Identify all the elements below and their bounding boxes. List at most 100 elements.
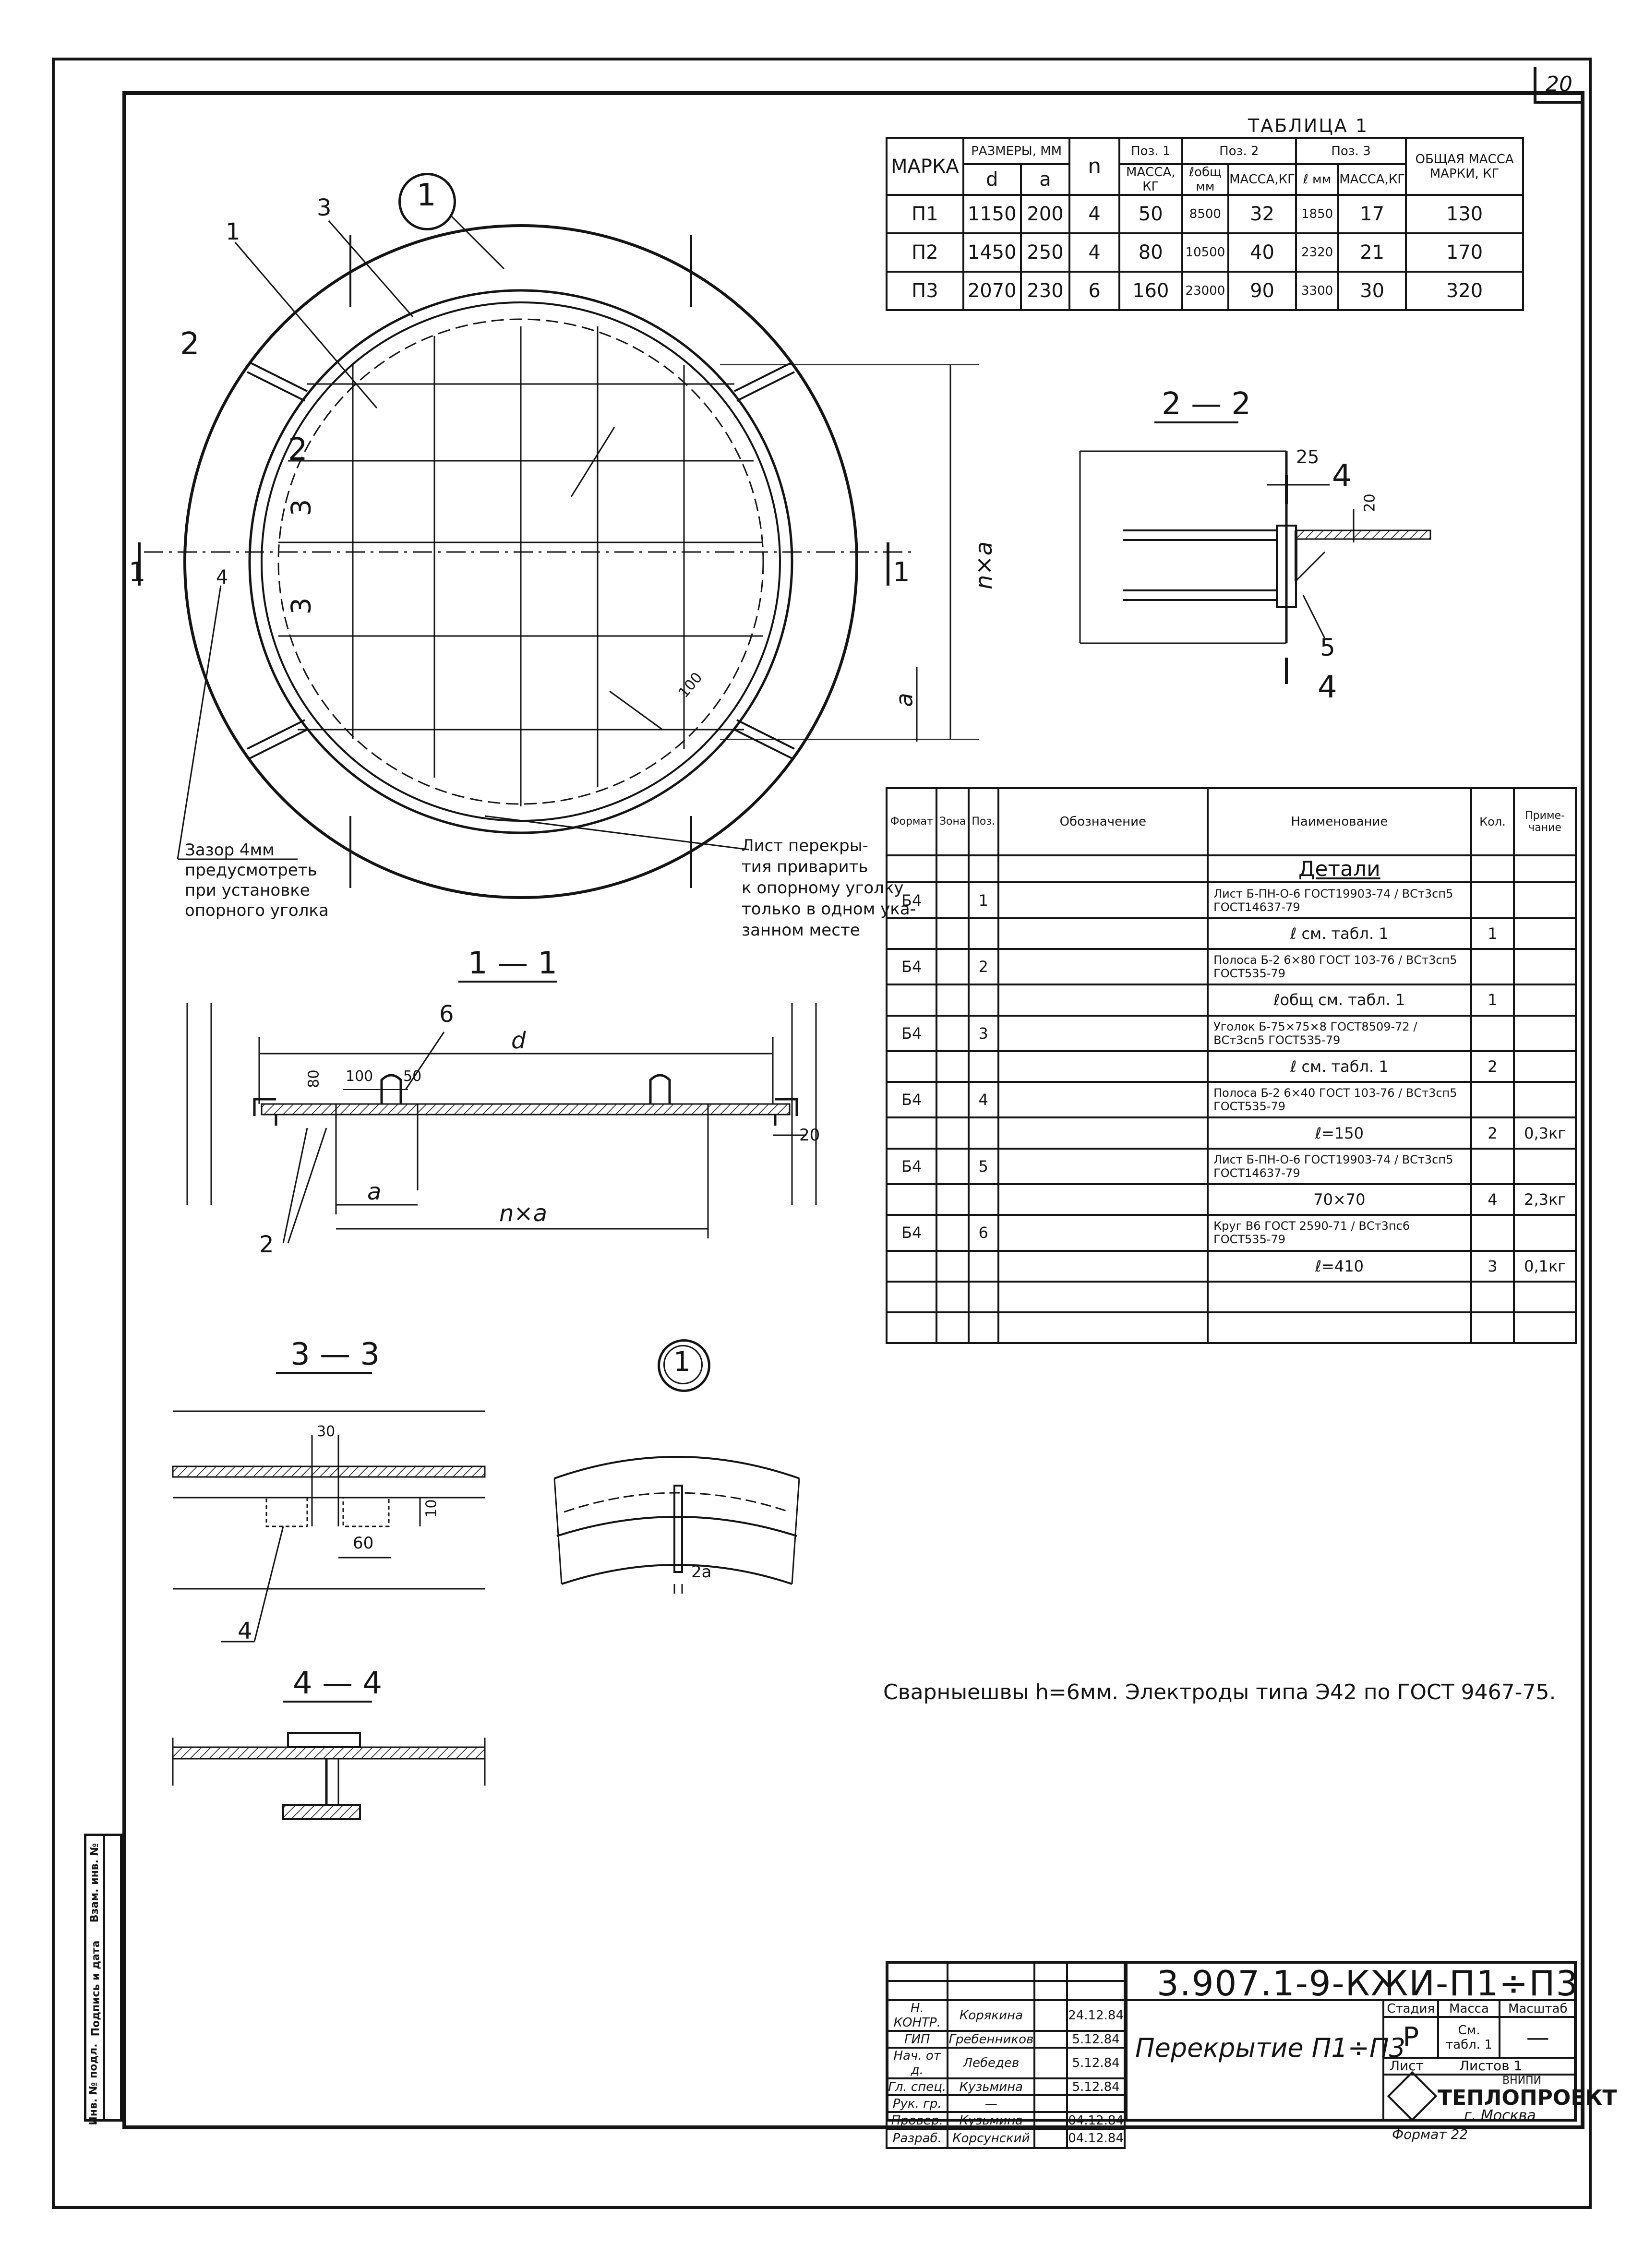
s33-dim-30: 30 xyxy=(317,1423,336,1440)
page-number-box xyxy=(1534,67,1582,104)
table1-row: П1 1150 200 4 50 8500 32 1850 17 130 xyxy=(886,194,1524,234)
table1: МАРКА РАЗМЕРЫ, ММ n Поз. 1 Поз. 2 Поз. 3… xyxy=(886,137,1524,311)
section-1-marker-left: 1 xyxy=(129,557,146,588)
scale-label: Масштаб xyxy=(1499,1999,1577,2018)
org-city: г. Москва xyxy=(1464,2107,1536,2124)
gap-note: Зазор 4мм предусмотреть при установке оп… xyxy=(185,840,329,920)
detail-1-callout-circle xyxy=(658,1339,710,1392)
section-2-marker-left: 2 xyxy=(180,326,200,362)
callout-circle-1 xyxy=(398,173,456,230)
th-pos3-mass: МАССА,КГ xyxy=(1337,163,1407,196)
s22-pos-5: 5 xyxy=(1320,634,1335,661)
s11-dim-a: a xyxy=(367,1178,382,1205)
side-replace-inv: Взам. инв. № xyxy=(89,1843,101,1923)
s11-dim-20: 20 xyxy=(799,1126,820,1145)
dim-a-vertical: a xyxy=(891,693,918,707)
support-ring xyxy=(248,289,793,834)
specification-table: Формат Зона Поз. Обозначение Наименовани… xyxy=(885,787,1577,1344)
s33-dim-60: 60 xyxy=(353,1534,374,1553)
page-number: 20 xyxy=(1546,72,1572,96)
sheet-border xyxy=(52,58,1592,2209)
format-label: Формат 22 xyxy=(1392,2126,1468,2142)
drawing-frame xyxy=(122,91,1584,2129)
section-2-marker-lower: 2 xyxy=(288,432,308,468)
tb-hline xyxy=(1126,1999,1577,2001)
mass-label: Масса xyxy=(1437,1999,1501,2018)
stage-label: Стадия xyxy=(1382,1999,1440,2018)
spec-th-name: Наименование xyxy=(1207,787,1472,856)
section-4-4 xyxy=(172,1701,486,1820)
pos-1-label: 1 xyxy=(226,218,240,245)
s33-dim-10: 10 xyxy=(423,1499,440,1518)
org-small: ВНИПИ xyxy=(1502,2075,1542,2087)
sheet-edge xyxy=(277,318,764,805)
section-3-marker-upper: 3 xyxy=(286,499,317,516)
s22-dim-20: 20 xyxy=(1361,493,1379,512)
th-pos2: Поз. 2 xyxy=(1181,137,1297,165)
th-a: a xyxy=(1020,163,1071,196)
s11-dim-50: 50 xyxy=(403,1068,422,1085)
table1-title: ТАБЛИЦА 1 xyxy=(1248,115,1369,136)
s22-section-4-upper: 4 xyxy=(1332,458,1352,494)
table-row xyxy=(885,1311,1577,1344)
s11-dim-80: 80 xyxy=(305,1069,323,1088)
section-3-3 xyxy=(172,1372,486,1643)
detail-1-callout: 1 xyxy=(673,1346,691,1378)
general-weld-note: Сварныешвы h=6мм. Электроды типа Э42 по … xyxy=(883,1680,1556,1704)
spec-th-qty: Кол. xyxy=(1470,787,1515,856)
th-sizes: РАЗМЕРЫ, ММ xyxy=(962,137,1071,165)
th-pos2-l: ℓобщ мм xyxy=(1181,163,1230,196)
th-n: n xyxy=(1068,137,1120,196)
s11-dim-nxa: n×a xyxy=(499,1200,548,1227)
th-pos3: Поз. 3 xyxy=(1295,137,1407,165)
org-name: ТЕПЛОПРОЕКТ xyxy=(1438,2086,1617,2110)
drawing-title: Перекрытие П1÷П3 xyxy=(1135,2033,1405,2063)
th-pos3-l: ℓ мм xyxy=(1295,163,1340,196)
tb-hline-2 xyxy=(1382,2074,1577,2076)
dim-nxa-vertical: n×a xyxy=(971,541,998,590)
side-signature-date: Подпись и дата xyxy=(90,1940,102,2037)
outer-ring xyxy=(183,224,858,899)
callout-1-label: 1 xyxy=(417,178,436,213)
section-2-2-title: 2 — 2 xyxy=(1162,386,1251,422)
sheet-label: Лист xyxy=(1390,2058,1424,2074)
s11-dim-100: 100 xyxy=(346,1068,373,1085)
stage-value: Р xyxy=(1382,2016,1440,2059)
s33-pos-4: 4 xyxy=(238,1618,252,1644)
s11-pos-6: 6 xyxy=(439,1001,454,1028)
spec-th-pos: Поз. xyxy=(967,787,999,856)
spec-th-designation: Обозначение xyxy=(997,787,1209,856)
pos-4-label: 4 xyxy=(216,566,228,588)
document-code: 3.907.1-9-КЖИ-П1÷П3 xyxy=(1157,1963,1579,2004)
sheets-count: Листов 1 xyxy=(1459,2058,1523,2074)
table1-row: П2 1450 250 4 80 10500 40 2320 21 170 xyxy=(886,232,1524,273)
tb-divider xyxy=(1126,1961,1128,2122)
table-row xyxy=(885,1280,1577,1313)
th-d: d xyxy=(962,163,1022,196)
section-4-4-title: 4 — 4 xyxy=(293,1666,383,1701)
th-pos1-mass: МАССА, КГ xyxy=(1118,163,1183,196)
side-inv-no: Инв. № подл. xyxy=(87,2043,100,2125)
table1-row: П3 2070 230 6 160 23000 90 3300 30 320 xyxy=(886,271,1524,311)
spec-section-title: Детали xyxy=(1207,854,1472,884)
section-3-marker-lower: 3 xyxy=(286,597,317,615)
s22-dim-25: 25 xyxy=(1296,446,1320,468)
spec-th-note: Приме-чание xyxy=(1513,787,1577,856)
weld-note: Лист перекры- тия приварить к опорному у… xyxy=(742,836,916,940)
th-total: ОБЩАЯ МАССА МАРКИ, КГ xyxy=(1405,137,1524,196)
th-mark: МАРКА xyxy=(886,137,964,196)
detail-1-dim-2a: 2a xyxy=(691,1562,712,1582)
s11-dim-d: d xyxy=(511,1027,526,1054)
